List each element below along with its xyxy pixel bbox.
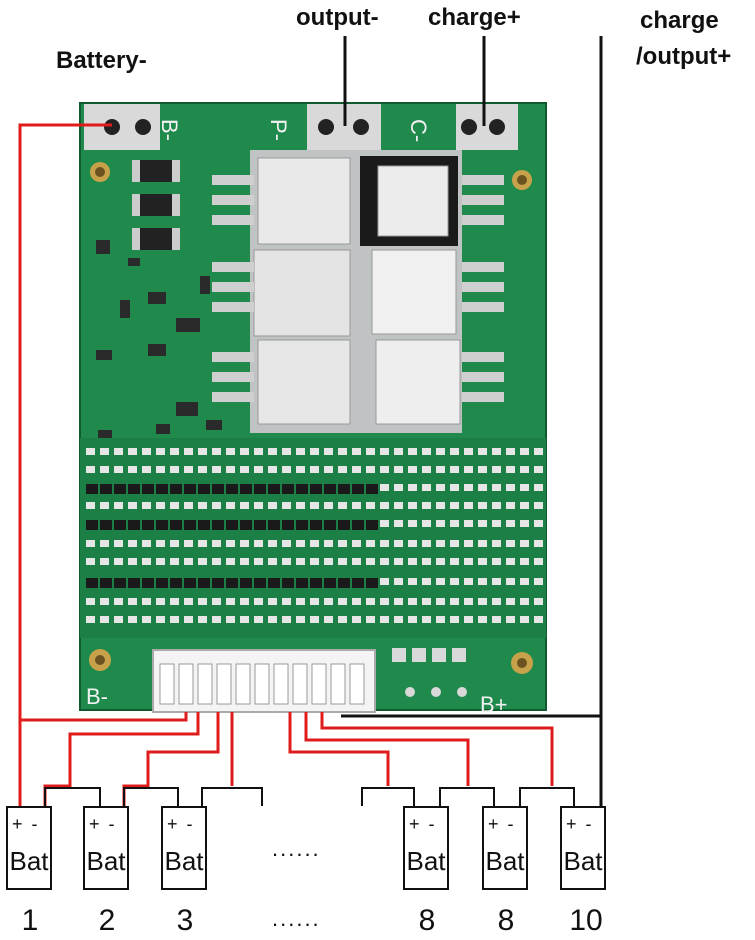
svg-text:P-: P- — [266, 119, 291, 141]
label-charge-output-plus-line1: charge — [640, 7, 719, 34]
silk-b-plus-bottom: B+ — [480, 692, 508, 717]
battery-polarity: + - — [167, 814, 195, 834]
battery-polarity: + - — [12, 814, 40, 834]
battery-label: Bat — [563, 846, 603, 876]
svg-text:B-: B- — [157, 119, 182, 141]
battery-8b: + - Bat — [482, 806, 528, 890]
battery-number-1: 1 — [21, 904, 39, 937]
battery-10: + - Bat — [560, 806, 606, 890]
battery-8a: + - Bat — [403, 806, 449, 890]
battery-number-3: 3 — [176, 904, 194, 937]
ellipsis-middle: ...... — [272, 836, 321, 861]
battery-polarity: + - — [488, 814, 516, 834]
battery-1: + - Bat — [6, 806, 52, 890]
wire-bal-9 — [304, 712, 470, 786]
battery-number-10: 10 — [569, 904, 603, 937]
label-charge-plus: charge+ — [428, 4, 521, 31]
label-output-minus: output- — [296, 4, 379, 31]
wires — [18, 36, 603, 808]
battery-polarity: + - — [566, 814, 594, 834]
svg-text:C-: C- — [406, 119, 431, 142]
battery-3: + - Bat — [161, 806, 207, 890]
wire-bal-1 — [43, 712, 200, 808]
battery-label: Bat — [86, 846, 126, 876]
label-charge-output-plus-line2: /output+ — [636, 43, 732, 70]
pcb-board: B- P- C- — [79, 102, 547, 717]
silk-b-minus-bottom: B- — [86, 684, 108, 709]
ellipsis-bottom: ...... — [272, 906, 321, 931]
battery-polarity: + - — [89, 814, 117, 834]
battery-polarity: + - — [409, 814, 437, 834]
battery-number-8b: 8 — [497, 904, 515, 937]
battery-label: Bat — [164, 846, 204, 876]
smd-component-rows — [86, 448, 543, 623]
battery-label: Bat — [485, 846, 525, 876]
battery-number-8a: 8 — [418, 904, 436, 937]
battery-2: + - Bat — [83, 806, 129, 890]
wire-bal-8 — [288, 712, 390, 786]
label-battery-minus: Battery- — [56, 47, 147, 74]
battery-label: Bat — [406, 846, 446, 876]
battery-number-2: 2 — [98, 904, 116, 937]
battery-label: Bat — [9, 846, 49, 876]
wire-bal-2 — [122, 712, 220, 808]
wire-bal-10 — [320, 712, 554, 786]
